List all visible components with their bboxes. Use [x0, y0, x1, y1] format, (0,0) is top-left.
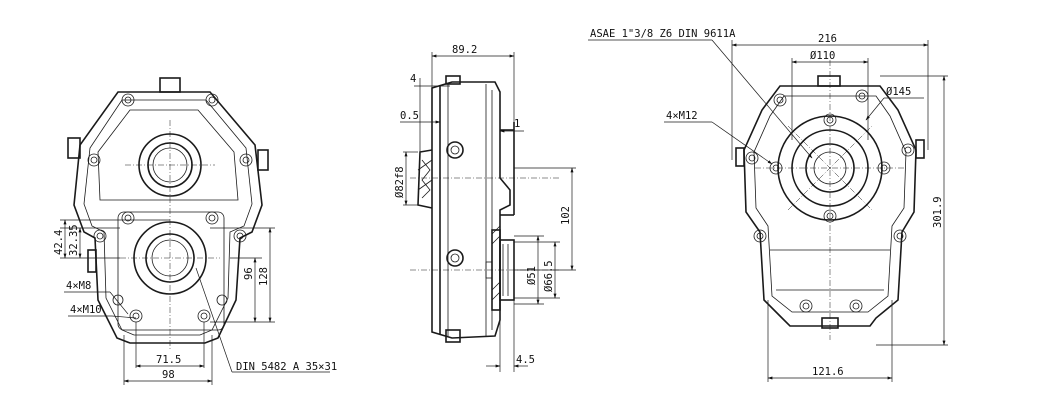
dim-4: 4: [410, 73, 416, 85]
dim-0-5: 0.5: [400, 110, 419, 122]
callout-din-5482: DIN 5482 A 35×31: [236, 361, 337, 373]
side-housing-outline: [431, 81, 511, 339]
callout-asae-spline: ASAE 1"3/8 Z6 DIN 9611A: [590, 28, 736, 40]
dim-42-4: 42.4: [53, 230, 65, 255]
callout-4xM8: 4×M8: [66, 280, 91, 292]
dim-301-9: 301.9: [932, 196, 944, 228]
callout-4xM10: 4×M10: [70, 304, 102, 316]
dim-phi82f8: Ø82f8: [394, 166, 406, 198]
dim-4-5: 4.5: [516, 354, 535, 366]
dim-98: 98: [162, 369, 175, 381]
dim-89-2: 89.2: [452, 44, 477, 56]
dim-phi51: Ø51: [526, 266, 538, 285]
front-housing-outline: [73, 91, 263, 344]
front-view: 42.4 32.35 96 128 71.5 98 4×M8 4×M10 DIN…: [53, 77, 337, 385]
dim-phi66-5: Ø66.5: [543, 260, 555, 292]
rear-view: 216 Ø110 Ø145 301.9 121.6 ASAE 1"3/8 Z6 …: [588, 28, 948, 382]
front-housing-inner: [83, 99, 253, 336]
dim-102: 102: [560, 206, 572, 225]
dim-1: 1: [514, 118, 520, 130]
dim-96: 96: [243, 267, 255, 280]
dim-71-5: 71.5: [156, 354, 181, 366]
rear-housing-outline: [743, 85, 917, 327]
dim-121-6: 121.6: [812, 366, 844, 378]
callout-4xM12: 4×M12: [666, 110, 698, 122]
dim-phi145: Ø145: [886, 86, 911, 98]
dim-phi110: Ø110: [810, 50, 835, 62]
side-view: 89.2 4 0.5 1 Ø82f8 102 Ø51 Ø66.5: [394, 44, 576, 372]
dim-128: 128: [258, 267, 270, 286]
dim-32-35: 32.35: [68, 224, 80, 256]
dim-216: 216: [818, 33, 837, 45]
